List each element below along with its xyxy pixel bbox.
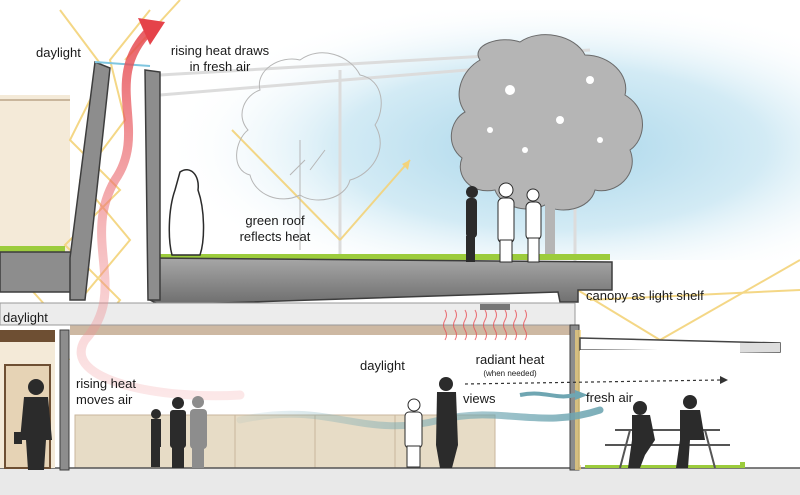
- label-rising-heat-moves-line1: rising heat: [76, 376, 136, 392]
- label-green-roof-line1: green roof: [225, 213, 325, 229]
- label-daylight-left: daylight: [3, 310, 48, 326]
- left-building-facade: [0, 95, 70, 255]
- light-well-wall-right: [145, 70, 160, 300]
- label-fresh-air: fresh air: [586, 390, 633, 406]
- label-views: views: [463, 391, 496, 407]
- column-left: [60, 330, 69, 470]
- floor-slab: [0, 468, 800, 495]
- label-rising-heat-draws-line1: rising heat draws: [160, 43, 280, 59]
- label-rising-heat-draws-line2: in fresh air: [160, 59, 280, 75]
- outdoor-back-wall: [580, 350, 740, 465]
- label-radiant-heat: radiant heat: [455, 352, 565, 368]
- label-green-roof-line2: reflects heat: [225, 229, 325, 245]
- label-rising-heat-moves-line2: moves air: [76, 392, 132, 408]
- label-daylight-middle: daylight: [360, 358, 405, 374]
- label-canopy-light-shelf: canopy as light shelf: [586, 288, 704, 304]
- roof-slab: [150, 258, 612, 305]
- label-daylight-top: daylight: [36, 45, 81, 61]
- green-roof-left: [0, 246, 65, 252]
- label-when-needed: (when needed): [455, 369, 565, 379]
- radiant-panel: [480, 304, 510, 310]
